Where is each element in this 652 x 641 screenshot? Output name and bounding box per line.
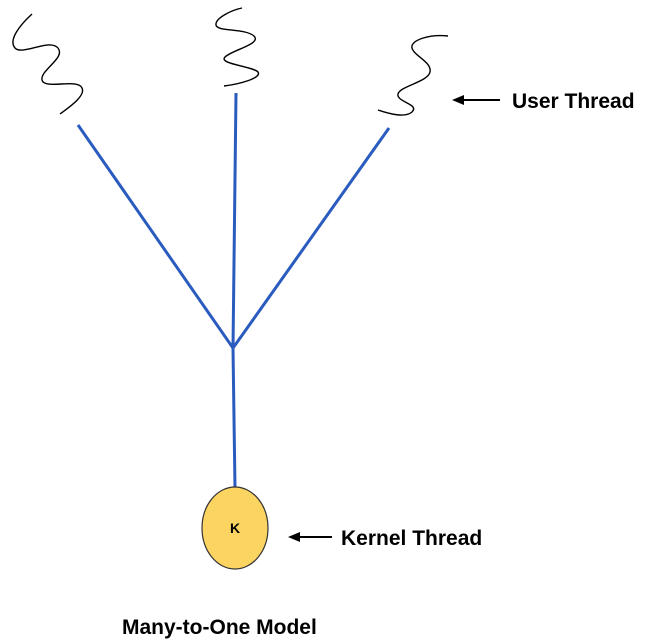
kernel-thread-node	[201, 486, 269, 570]
connector-to-kernel	[231, 347, 237, 489]
user-thread-wave-left	[12, 13, 84, 115]
kernel-thread-label: Kernel Thread	[341, 527, 482, 550]
user-thread-wave-middle	[215, 7, 260, 87]
user-thread-label: User Thread	[512, 90, 635, 113]
kernel-node-label: K	[230, 520, 240, 536]
user-thread-arrow	[452, 95, 500, 105]
diagram-title: Many-to-One Model	[122, 616, 317, 639]
kernel-thread-arrow	[288, 532, 332, 542]
user-thread-wave-right	[377, 34, 449, 116]
connector-left	[76, 124, 235, 349]
connector-middle	[231, 92, 238, 349]
connector-right	[231, 127, 391, 349]
